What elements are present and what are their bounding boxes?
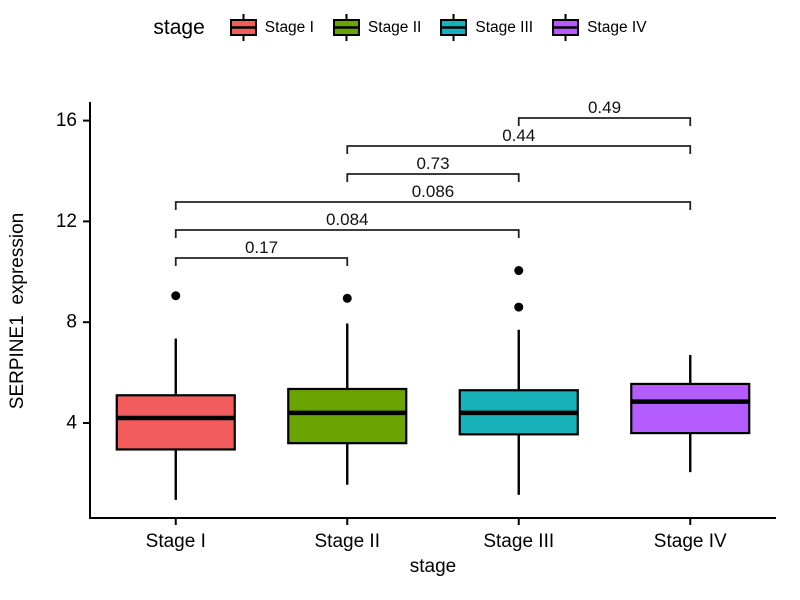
legend-boxplot-key-icon [332, 14, 360, 41]
legend-item-stage-iv: Stage IV [551, 14, 647, 41]
pvalue-bracket [517, 117, 692, 126]
pvalue-label: 0.49 [588, 98, 621, 117]
pvalue-label: 0.086 [412, 182, 455, 201]
pvalue-bracket [346, 145, 692, 154]
pvalue-label: 0.44 [502, 126, 535, 145]
legend-label: Stage I [264, 18, 314, 36]
outlier-point-stage-i [171, 291, 181, 301]
y-tick-label: 12 [56, 211, 77, 232]
pvalue-label: 0.084 [326, 210, 369, 229]
legend-item-stage-iii: Stage III [439, 14, 533, 41]
pvalue-bracket [346, 173, 520, 182]
box-stage-ii [287, 387, 408, 445]
y-tick-label: 4 [66, 413, 77, 434]
legend-title: stage [153, 15, 205, 39]
legend-item-stage-ii: Stage II [332, 14, 421, 41]
pvalue-bracket [174, 229, 520, 238]
legend-boxplot-key-icon [229, 14, 257, 41]
x-tick-label-stage-iv: Stage IV [654, 531, 727, 552]
pvalue-label: 0.17 [245, 238, 278, 257]
box-stage-iv [630, 382, 751, 435]
y-tick-label: 16 [56, 110, 77, 131]
outlier-point-stage-iii [514, 266, 524, 276]
x-tick-label-stage-iii: Stage III [483, 531, 554, 552]
pvalue-bracket [174, 201, 692, 210]
x-axis-title: stage [409, 556, 457, 577]
x-tick-label-stage-i: Stage I [146, 531, 206, 552]
pvalue-bracket [174, 257, 349, 266]
y-tick-label: 8 [66, 312, 77, 333]
legend-boxplot-key-icon [440, 14, 468, 41]
box-stage-i [115, 394, 236, 451]
x-tick-label-stage-ii: Stage II [315, 531, 381, 552]
legend-boxplot-key-icon [552, 14, 580, 41]
legend-label: Stage IV [587, 18, 647, 36]
legend-item-stage-i: Stage I [229, 14, 314, 41]
outlier-point-stage-iii [514, 302, 524, 312]
legend: stage Stage I Stage II Stage III Stage IV [0, 14, 800, 41]
legend-label: Stage II [367, 18, 422, 36]
legend-label: Stage III [475, 18, 534, 36]
pvalue-label: 0.73 [416, 154, 449, 173]
outlier-point-stage-ii [342, 293, 352, 303]
